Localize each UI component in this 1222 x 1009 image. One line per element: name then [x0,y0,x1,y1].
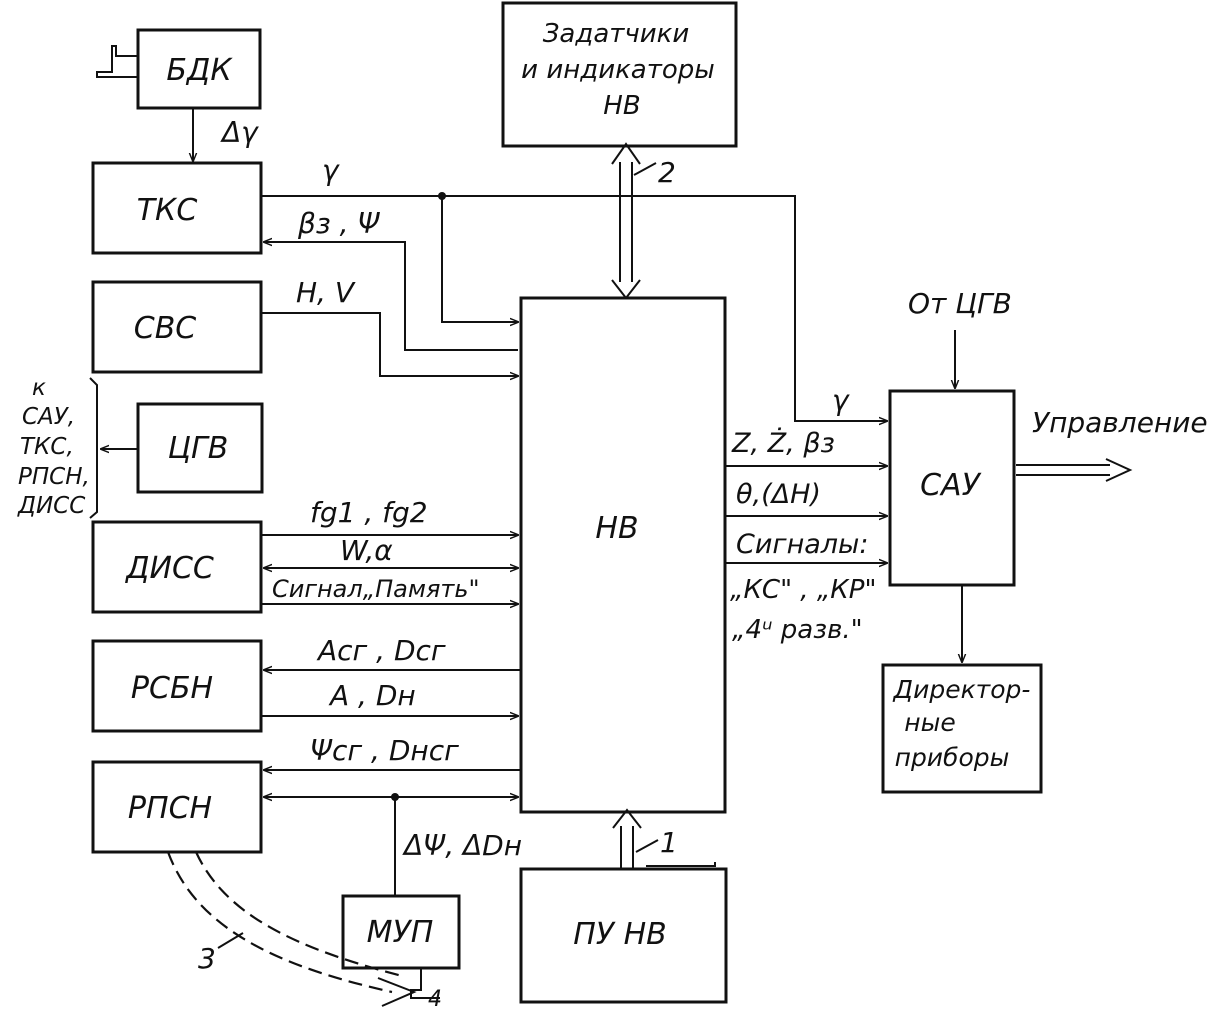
block-diss-label: ДИСС [124,551,214,586]
block-diss: ДИСС [91,520,263,614]
zadatchiki-line-2: и индикаторы [521,55,715,85]
label-gamma-sau: γ [832,384,850,417]
arrow-gamma-nv [441,196,518,322]
leader-3 [217,932,244,949]
line-gamma [261,195,887,421]
block-mup-label: МУП [367,915,434,950]
dashed-bus-arrowhead [377,977,417,1007]
label-signal-pamyat: Сигнал„Память" [272,575,480,603]
label-z-beta: Z, Ż, βз [731,427,835,459]
label-num-2: 2 [658,156,676,189]
label-signaly: Сигналы: [736,529,868,560]
pu-nv-top-line [646,862,716,867]
label-psi-cg: Ψсг , Dнсг [310,734,459,767]
label-ot-tsgv: От ЦГВ [908,287,1012,320]
zadatchiki-line-3: НВ [603,91,640,121]
block-tks: ТКС [91,161,263,255]
k-target-line-4: РПСН, [18,464,90,490]
label-theta: θ,(ΔH) [736,479,821,510]
label-fg: fg1 , fg2 [310,496,428,529]
label-ks-kr: „КС" , „КР" [730,575,876,605]
k-target-line-1: к [32,375,46,401]
block-rsbn-label: РСБН [131,671,213,706]
block-svs: СВС [91,280,263,374]
block-mup: МУП [341,894,461,970]
dashed-bus-3a [166,851,393,994]
zadatchiki-line-1: Задатчики [543,19,690,49]
bdk-pedal-icon [96,45,138,78]
label-razv: „4ᵘ разв." [732,615,863,645]
dashed-bus-3b [195,851,403,978]
block-rsbn: РСБН [91,639,263,733]
arrow-hv [261,312,518,376]
block-bdk: БДК [136,28,262,110]
block-svs-label: СВС [134,311,197,346]
label-delta-psi: ΔΨ, ΔDн [402,829,522,862]
label-hv: H, V [296,276,356,309]
block-sau: САУ [888,389,1016,587]
label-a-cg: Aсг , Dсг [316,634,446,667]
k-target-line-3: ТКС, [20,434,74,460]
leader-1 [635,839,659,853]
label-a-dn: A , Dн [328,679,416,712]
double-arrow-1 [612,808,642,869]
leader-2 [633,162,657,176]
tsgv-output-bracket [89,377,98,519]
block-pu-nv-label: ПУ НВ [573,917,667,952]
label-gamma-top: γ [322,154,340,187]
block-rpsn: РПСН [91,760,263,854]
block-zadatchiki: Задатчики и индикаторы НВ [501,1,738,148]
block-direktor: Директор- ные приборы [881,663,1043,794]
k-target-line-2: САУ, [22,404,75,430]
arrow-beta-psi [264,242,518,351]
label-num-3: 3 [198,942,216,975]
block-tsgv: ЦГВ [136,402,264,494]
direktor-line-2: ные [904,708,955,737]
block-nv: НВ [519,296,727,814]
block-bdk-label: БДК [166,53,233,88]
direktor-line-1: Директор- [893,675,1031,704]
block-tsgv-label: ЦГВ [168,431,229,466]
block-tks-label: ТКС [137,193,198,228]
label-upravlenie: Управление [1032,406,1208,439]
block-sau-label: САУ [920,468,981,503]
label-w-alpha: W,α [340,534,393,567]
label-delta-gamma: Δγ [220,116,259,149]
double-arrow-2 [611,142,641,300]
label-num-4: 4 [428,987,442,1009]
block-rpsn-label: РПСН [128,791,212,826]
label-beta-psi: βз , Ψ [297,207,380,240]
k-target-line-5: ДИСС [17,493,85,519]
label-num-1: 1 [660,826,678,859]
block-nv-label: НВ [595,511,638,546]
direktor-line-3: приборы [895,743,1010,772]
block-pu-nv: ПУ НВ [519,867,728,1004]
arrow-upravlenie [1016,458,1133,482]
label-k-targets: к САУ, ТКС, РПСН, ДИСС [17,375,90,519]
